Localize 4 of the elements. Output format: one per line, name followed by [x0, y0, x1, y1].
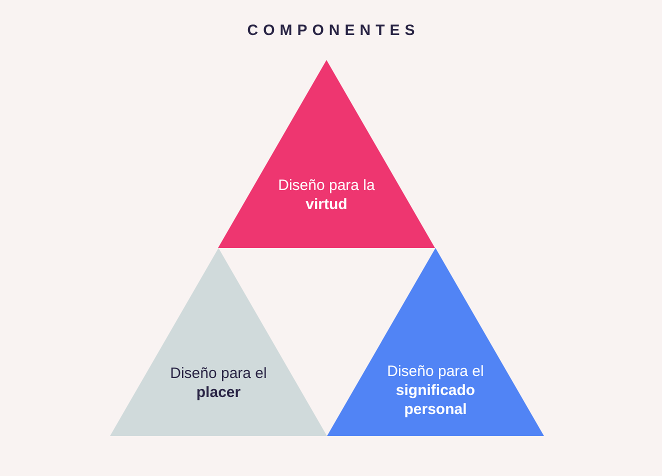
triangle-label: Diseño para el significado personal [386, 362, 485, 419]
triangle-label: Diseño para el placer [169, 364, 268, 402]
title: COMPONENTES [246, 22, 420, 39]
triangle-label: Diseño para la virtud [277, 176, 376, 214]
